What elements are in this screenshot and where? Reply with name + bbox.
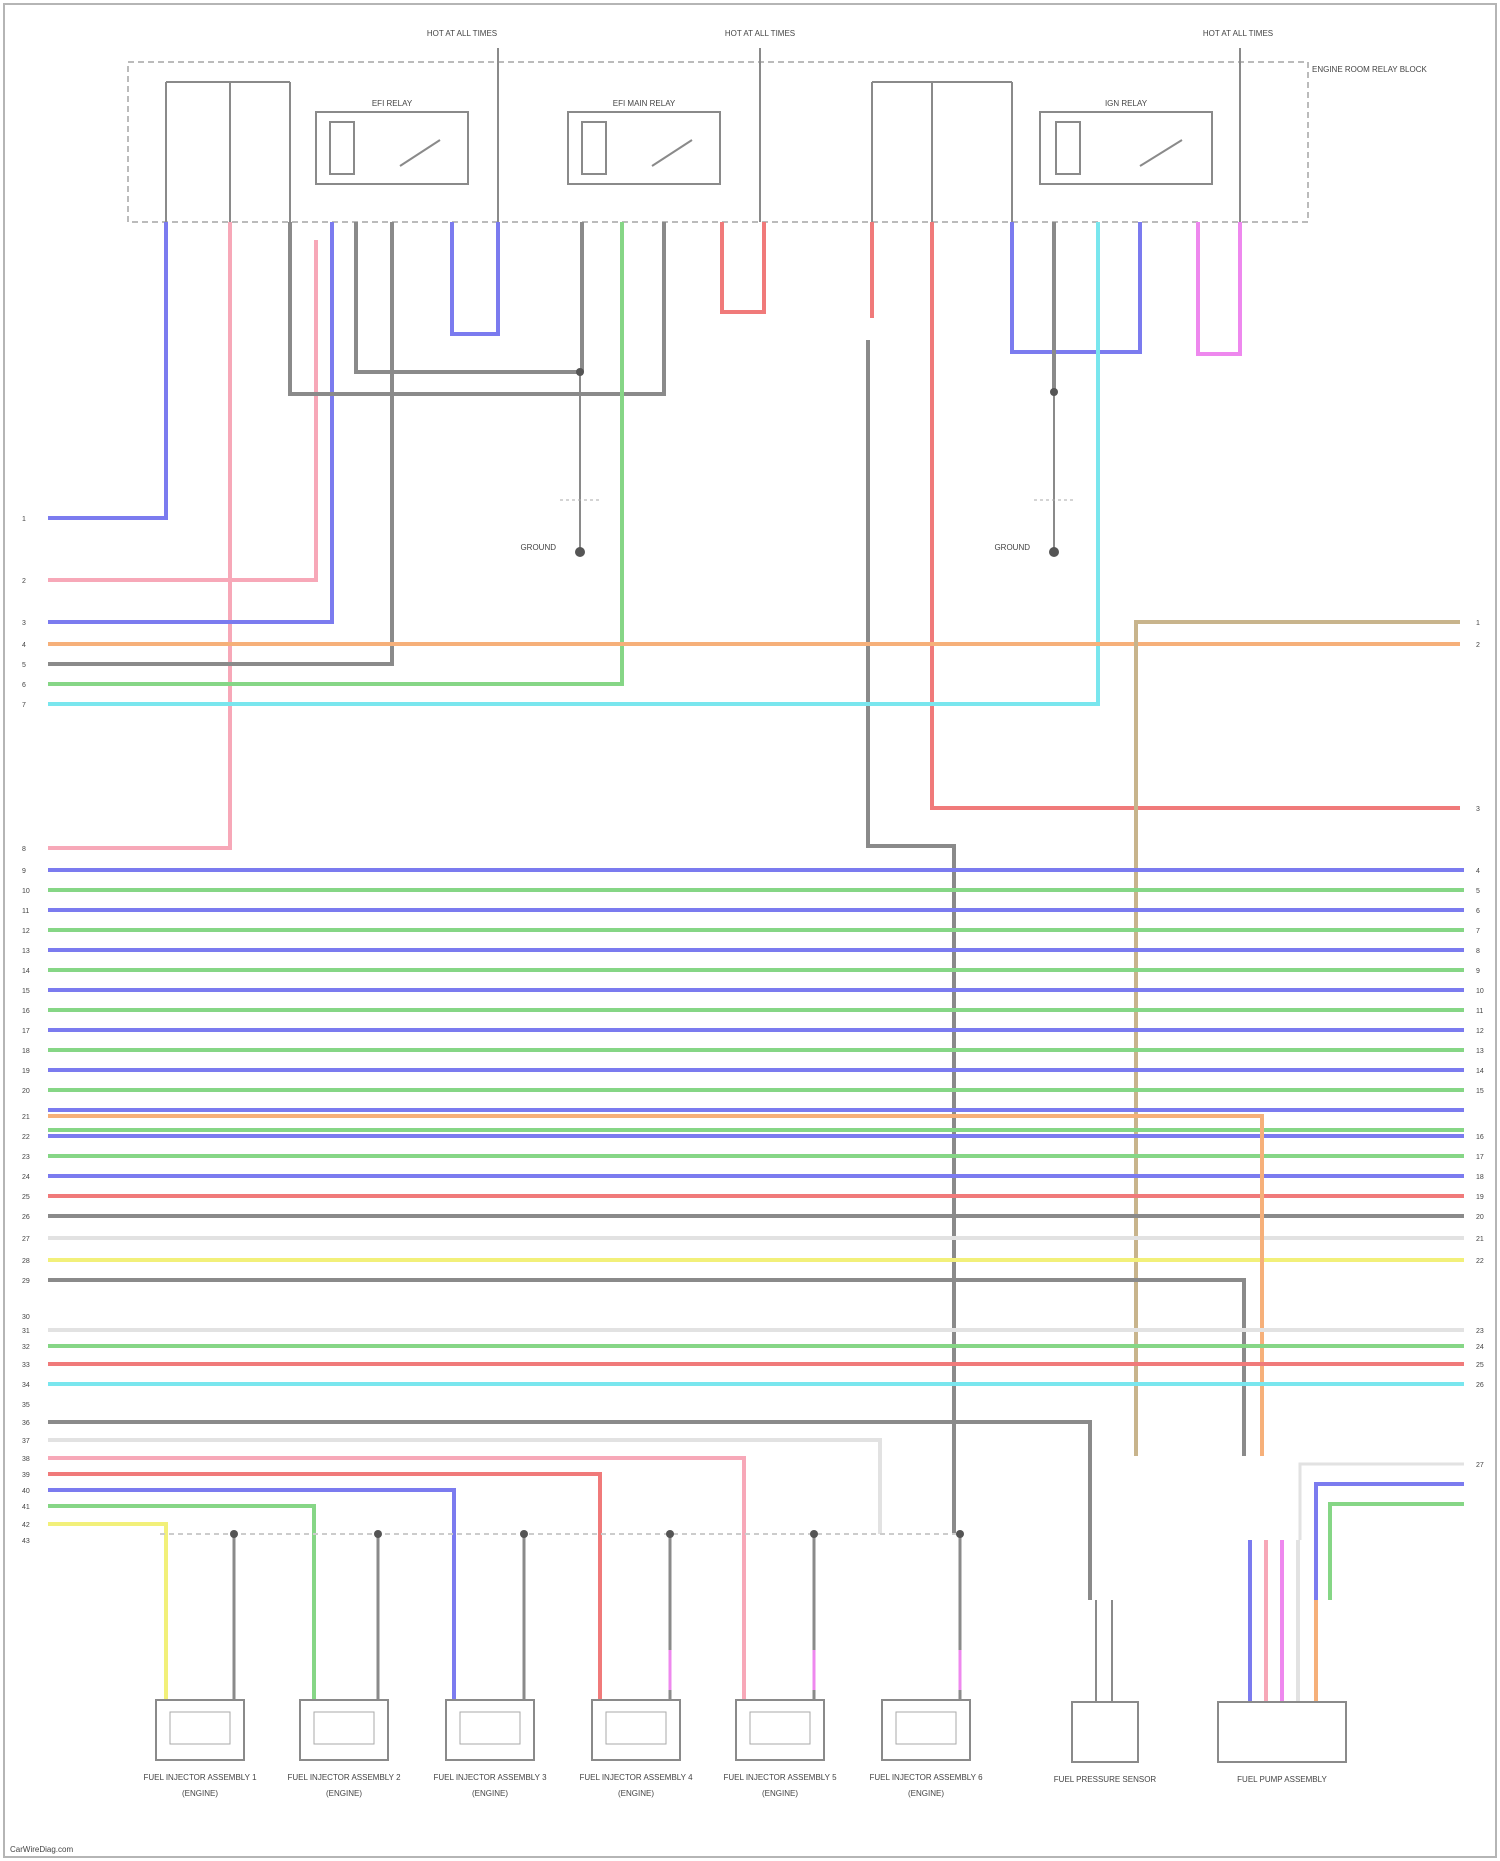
- watermark: CarWireDiag.com: [10, 1845, 73, 1854]
- left-pin-29: 29: [22, 1278, 30, 1285]
- injector-2-label: FUEL INJECTOR ASSEMBLY 2: [287, 1773, 401, 1782]
- left-pin-35: 35: [22, 1402, 30, 1409]
- right-pin-15: 15: [1476, 1088, 1484, 1095]
- right-pin-9: 9: [1476, 968, 1480, 975]
- left-pin-40: 40: [22, 1488, 30, 1495]
- right-pin-4: 4: [1476, 868, 1480, 875]
- injector-1-label: FUEL INJECTOR ASSEMBLY 1: [143, 1773, 257, 1782]
- right-pin-14: 14: [1476, 1068, 1484, 1075]
- fuse-label-right: HOT AT ALL TIMES: [1203, 29, 1273, 38]
- left-pin-18: 18: [22, 1048, 30, 1055]
- right-pin-3: 3: [1476, 806, 1480, 813]
- left-pin-9: 9: [22, 868, 26, 875]
- left-pin-15: 15: [22, 988, 30, 995]
- left-pin-39: 39: [22, 1472, 30, 1479]
- left-pin-12: 12: [22, 928, 30, 935]
- right-pin-2: 2: [1476, 642, 1480, 649]
- right-pin-8: 8: [1476, 948, 1480, 955]
- injector-6-label: FUEL INJECTOR ASSEMBLY 6: [869, 1773, 983, 1782]
- injector-3-sub: (ENGINE): [472, 1789, 508, 1798]
- right-pin-25: 25: [1476, 1362, 1484, 1369]
- left-pin-17: 17: [22, 1028, 30, 1035]
- injector-5-label: FUEL INJECTOR ASSEMBLY 5: [723, 1773, 837, 1782]
- right-pin-24: 24: [1476, 1344, 1484, 1351]
- fuel-pressure-sensor-label: FUEL PRESSURE SENSOR: [1054, 1775, 1157, 1784]
- right-pin-23: 23: [1476, 1328, 1484, 1335]
- right-pin-12: 12: [1476, 1028, 1484, 1035]
- left-pin-26: 26: [22, 1214, 30, 1221]
- fuse-label-left: HOT AT ALL TIMES: [427, 29, 497, 38]
- right-pin-20: 20: [1476, 1214, 1484, 1221]
- left-pin-7: 7: [22, 702, 26, 709]
- efi-main-relay-label: EFI MAIN RELAY: [613, 99, 676, 108]
- ground-right-label: GROUND: [994, 543, 1030, 552]
- right-pin-19: 19: [1476, 1194, 1484, 1201]
- left-pin-34: 34: [22, 1382, 30, 1389]
- injector-2-sub: (ENGINE): [326, 1789, 362, 1798]
- ground-left-label: GROUND: [520, 543, 556, 552]
- left-pin-6: 6: [22, 682, 26, 689]
- right-pin-6: 6: [1476, 908, 1480, 915]
- left-pin-27: 27: [22, 1236, 30, 1243]
- right-pin-7: 7: [1476, 928, 1480, 935]
- right-pin-27: 27: [1476, 1462, 1484, 1469]
- left-pin-1: 1: [22, 516, 26, 523]
- right-pin-21: 21: [1476, 1236, 1484, 1243]
- left-pin-5: 5: [22, 662, 26, 669]
- fuse-label-mid: HOT AT ALL TIMES: [725, 29, 795, 38]
- injector-4-label: FUEL INJECTOR ASSEMBLY 4: [579, 1773, 693, 1782]
- injector-1-sub: (ENGINE): [182, 1789, 218, 1798]
- fuel-pump-assembly-label: FUEL PUMP ASSEMBLY: [1237, 1775, 1327, 1784]
- right-pin-10: 10: [1476, 988, 1484, 995]
- left-pin-28: 28: [22, 1258, 30, 1265]
- left-pin-41: 41: [22, 1504, 30, 1511]
- left-pin-38: 38: [22, 1456, 30, 1463]
- efi-relay-label: EFI RELAY: [372, 99, 413, 108]
- right-pin-17: 17: [1476, 1154, 1484, 1161]
- left-pin-21: 21: [22, 1114, 30, 1121]
- left-pin-11: 11: [22, 908, 29, 915]
- relay-box-label: ENGINE ROOM RELAY BLOCK: [1312, 65, 1428, 74]
- injector-4-sub: (ENGINE): [618, 1789, 654, 1798]
- left-pin-43: 43: [22, 1538, 30, 1545]
- right-pin-13: 13: [1476, 1048, 1484, 1055]
- left-pin-14: 14: [22, 968, 30, 975]
- left-pin-37: 37: [22, 1438, 30, 1445]
- right-pin-26: 26: [1476, 1382, 1484, 1389]
- left-pin-19: 19: [22, 1068, 30, 1075]
- left-pin-23: 23: [22, 1154, 30, 1161]
- right-pin-22: 22: [1476, 1258, 1484, 1265]
- left-pin-31: 31: [22, 1328, 30, 1335]
- left-pin-24: 24: [22, 1174, 30, 1181]
- injector-3-label: FUEL INJECTOR ASSEMBLY 3: [433, 1773, 547, 1782]
- right-pin-1: 1: [1476, 620, 1480, 627]
- left-pin-3: 3: [22, 620, 26, 627]
- right-pin-11: 11: [1476, 1008, 1483, 1015]
- injector-5-sub: (ENGINE): [762, 1789, 798, 1798]
- left-pin-2: 2: [22, 578, 26, 585]
- left-pin-8: 8: [22, 846, 26, 853]
- left-pin-10: 10: [22, 888, 30, 895]
- right-pin-18: 18: [1476, 1174, 1484, 1181]
- left-pin-4: 4: [22, 642, 26, 649]
- right-pin-5: 5: [1476, 888, 1480, 895]
- left-pin-25: 25: [22, 1194, 30, 1201]
- left-pin-33: 33: [22, 1362, 30, 1369]
- left-pin-22: 22: [22, 1134, 30, 1141]
- left-pin-30: 30: [22, 1314, 30, 1321]
- left-pin-32: 32: [22, 1344, 30, 1351]
- igniter-relay-label: IGN RELAY: [1105, 99, 1148, 108]
- left-pin-36: 36: [22, 1420, 30, 1427]
- left-pin-42: 42: [22, 1522, 30, 1529]
- left-pin-16: 16: [22, 1008, 30, 1015]
- left-pin-20: 20: [22, 1088, 30, 1095]
- right-pin-16: 16: [1476, 1134, 1484, 1141]
- injector-6-sub: (ENGINE): [908, 1789, 944, 1798]
- left-pin-13: 13: [22, 948, 30, 955]
